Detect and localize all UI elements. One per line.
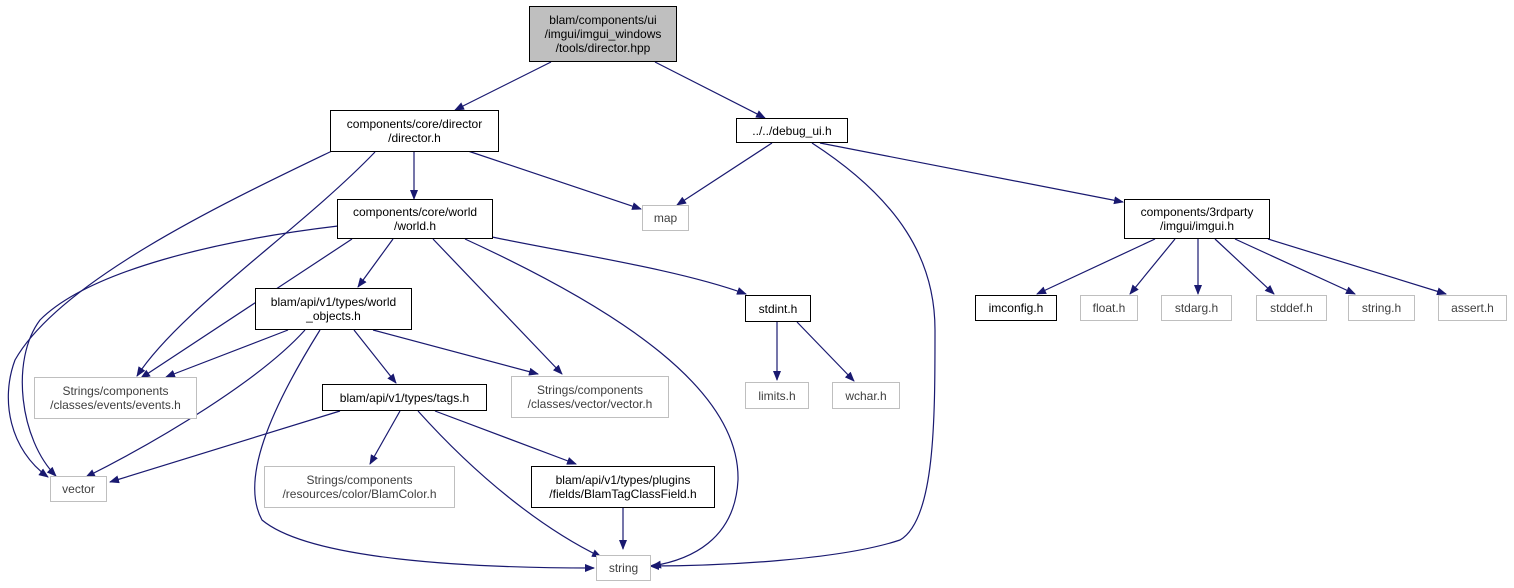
node-wchar-h: wchar.h [832,382,900,409]
node-imgui-h[interactable]: components/3rdparty /imgui/imgui.h [1124,199,1270,239]
edge-tags-h-to-string [417,410,602,558]
edge-world-objects-h-to-vector-h [372,329,539,376]
node-world-h[interactable]: components/core/world /world.h [337,199,493,239]
node-events-h: Strings/components /classes/events/event… [34,377,197,419]
edge-director-h-to-vector [7,150,333,478]
edge-imgui-h-to-string-h [1234,238,1356,295]
edge-world-h-to-vector-h [432,238,563,375]
node-label: stddef.h [1270,301,1313,315]
node-label-line-1: components/core/world [352,205,478,219]
node-label-line-2: /classes/events/events.h [50,398,181,412]
edge-world-h-to-events-h [140,238,353,379]
node-label-line-1: Strings/components [306,473,413,487]
node-imconfig-h[interactable]: imconfig.h [975,295,1057,321]
edge-tags-h-to-blamtagclassfield-h [434,410,577,465]
edge-director-h-to-events-h [136,151,376,377]
node-label-line-1: components/3rdparty [1140,205,1254,219]
node-label: vector [62,482,95,496]
node-label: stdarg.h [1174,301,1219,315]
edge-imgui-h-to-float-h [1129,238,1176,295]
node-label: float.h [1092,301,1126,315]
edge-debug-ui-h-to-map [676,142,773,206]
edge-root-to-director-h [454,61,552,111]
edge-imgui-h-to-imconfig-h [1036,238,1156,295]
node-label-line-1: blam/api/v1/types/world [270,295,397,309]
node-label: stdint.h [758,301,798,316]
node-label: assert.h [1451,301,1494,315]
node-float-h: float.h [1080,295,1138,321]
root-file-label-line-3: /tools/director.hpp [555,41,651,55]
root-file-label-line-1: blam/components/ui [549,13,657,27]
node-label: string [608,561,639,575]
node-blamtagclassfield-h[interactable]: blam/api/v1/types/plugins /fields/BlamTa… [531,466,715,508]
edge-world-objects-h-to-vector [85,329,306,478]
edge-world-objects-h-to-tags-h [353,329,397,384]
root-file-node: blam/components/ui /imgui/imgui_windows … [529,6,677,62]
node-label: string.h [1361,301,1402,315]
node-label-line-2: /imgui/imgui.h [1159,219,1235,233]
node-label-line-2: /resources/color/BlamColor.h [282,487,437,501]
edge-world-objects-h-to-events-h [165,329,289,378]
node-label: blam/api/v1/types/tags.h [339,390,470,405]
node-stdint-h[interactable]: stdint.h [745,295,811,322]
root-file-label-line-2: /imgui/imgui_windows [544,27,662,41]
node-label-line-2: /classes/vector/vector.h [527,397,653,411]
edge-world-h-to-stdint-h [491,236,747,295]
edge-stdint-h-to-wchar-h [796,321,855,382]
node-label-line-1: Strings/components [62,384,169,398]
node-limits-h: limits.h [745,382,809,409]
node-stdarg-h: stdarg.h [1161,295,1232,321]
node-world-objects-h[interactable]: blam/api/v1/types/world _objects.h [255,288,412,330]
node-label: wchar.h [845,388,887,403]
edge-debug-ui-h-to-string [649,142,936,570]
edge-world-h-to-world-objects-h [357,238,394,288]
edge-root-to-debug-ui-h [654,61,766,119]
node-vector-h: Strings/components /classes/vector/vecto… [511,376,669,418]
node-string-h: string.h [1348,295,1415,321]
node-label: imconfig.h [988,301,1044,315]
node-director-h[interactable]: components/core/director /director.h [330,110,499,152]
node-label: ../../debug_ui.h [752,123,832,138]
edge-tags-h-to-vector [109,410,341,484]
node-label: map [653,211,678,225]
edge-world-objects-h-to-string [254,329,595,572]
node-label: limits.h [758,388,796,403]
edge-debug-ui-h-to-imgui-h [819,142,1124,205]
node-string: string [596,555,651,581]
edge-tags-h-to-blamcolor-h [369,410,401,465]
node-tags-h[interactable]: blam/api/v1/types/tags.h [322,384,487,411]
node-label-line-1: blam/api/v1/types/plugins [555,473,691,487]
node-label-line-2: /world.h [393,219,437,233]
node-label-line-1: components/core/director [346,117,483,131]
node-debug-ui-h[interactable]: ../../debug_ui.h [736,118,848,143]
edge-imgui-h-to-assert-h [1267,238,1447,296]
node-label-line-2: /fields/BlamTagClassField.h [549,487,697,501]
edge-world-h-to-string [464,238,739,569]
node-label-line-2: _objects.h [306,309,361,323]
node-assert-h: assert.h [1438,295,1507,321]
edge-director-h-to-map [467,150,642,210]
node-map: map [642,205,689,231]
node-stddef-h: stddef.h [1256,295,1327,321]
node-label-line-1: Strings/components [536,383,644,397]
node-blamcolor-h: Strings/components /resources/color/Blam… [264,466,455,508]
node-label-line-2: /director.h [388,131,441,145]
edge-world-h-to-vector [21,225,339,477]
edge-imgui-h-to-stddef-h [1214,238,1275,295]
node-vector: vector [50,476,107,502]
